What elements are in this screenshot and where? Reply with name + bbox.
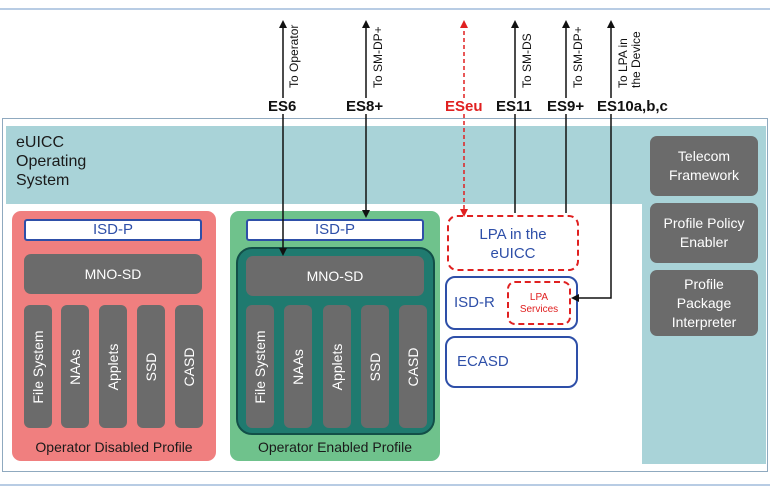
enabled-isd-p: ISD-P bbox=[246, 219, 424, 241]
enabled-profile-label: Operator Enabled Profile bbox=[257, 439, 413, 455]
enabled-component-file-system: File System bbox=[246, 305, 274, 428]
disabled-component-casd: CASD bbox=[175, 305, 203, 428]
es10-destination: To LPA in the Device bbox=[616, 31, 643, 88]
lpa-in-euicc: LPA in the eUICC bbox=[447, 215, 579, 271]
es11-label: ES11 bbox=[496, 98, 532, 115]
lpa-services: LPA Services bbox=[507, 281, 571, 325]
es6-label: ES6 bbox=[268, 98, 297, 115]
es10-link bbox=[571, 114, 612, 302]
ecasd-box: ECASD bbox=[445, 336, 578, 388]
profile-policy-enabler: Profile Policy Enabler bbox=[650, 203, 758, 263]
operating-system-band bbox=[6, 126, 642, 204]
enabled-component-applets: Applets bbox=[323, 305, 351, 428]
telecom-framework: Telecom Framework bbox=[650, 136, 758, 196]
disabled-component-ssd: SSD bbox=[137, 305, 165, 428]
disabled-profile-label: Operator Disabled Profile bbox=[35, 439, 193, 455]
isd-r-label: ISD-R bbox=[454, 294, 495, 311]
bottom-border-line bbox=[0, 484, 770, 486]
enabled-component-ssd: SSD bbox=[361, 305, 389, 428]
es6-destination: To Operator bbox=[287, 24, 301, 88]
enabled-mno-sd: MNO-SD bbox=[246, 256, 424, 296]
disabled-mno-sd: MNO-SD bbox=[24, 254, 202, 294]
eseu-label: ESeu bbox=[445, 98, 483, 115]
disabled-component-applets: Applets bbox=[99, 305, 127, 428]
enabled-component-casd: CASD bbox=[399, 305, 427, 428]
disabled-component-file-system: File System bbox=[24, 305, 52, 428]
euicc-os-title: eUICC Operating System bbox=[16, 134, 87, 189]
es8-destination: To SM-DP+ bbox=[371, 26, 385, 88]
top-border-line bbox=[0, 8, 770, 10]
es9-destination: To SM-DP+ bbox=[571, 26, 585, 88]
profile-package-interpreter: Profile Package Interpreter bbox=[650, 270, 758, 336]
es9-label: ES9+ bbox=[547, 98, 585, 115]
es8-label: ES8+ bbox=[346, 98, 384, 115]
disabled-isd-p: ISD-P bbox=[24, 219, 202, 241]
es11-destination: To SM-DS bbox=[520, 33, 534, 88]
disabled-component-naas: NAAs bbox=[61, 305, 89, 428]
enabled-component-naas: NAAs bbox=[284, 305, 312, 428]
es10-label: ES10a,b,c bbox=[597, 98, 668, 115]
